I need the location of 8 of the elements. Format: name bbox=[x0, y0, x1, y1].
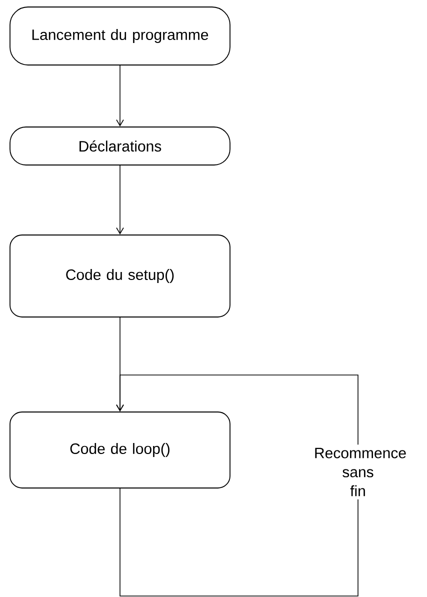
arrow bbox=[116, 374, 358, 596]
process-box: Code de loop() bbox=[10, 412, 230, 488]
process-box: Lancement du programme bbox=[10, 6, 230, 66]
arrow bbox=[116, 165, 124, 235]
edge-label: Recommence sans fin bbox=[310, 444, 406, 500]
process-box: Déclarations bbox=[10, 126, 230, 166]
arrow bbox=[116, 65, 124, 127]
process-box: Code du setup() bbox=[10, 234, 230, 318]
